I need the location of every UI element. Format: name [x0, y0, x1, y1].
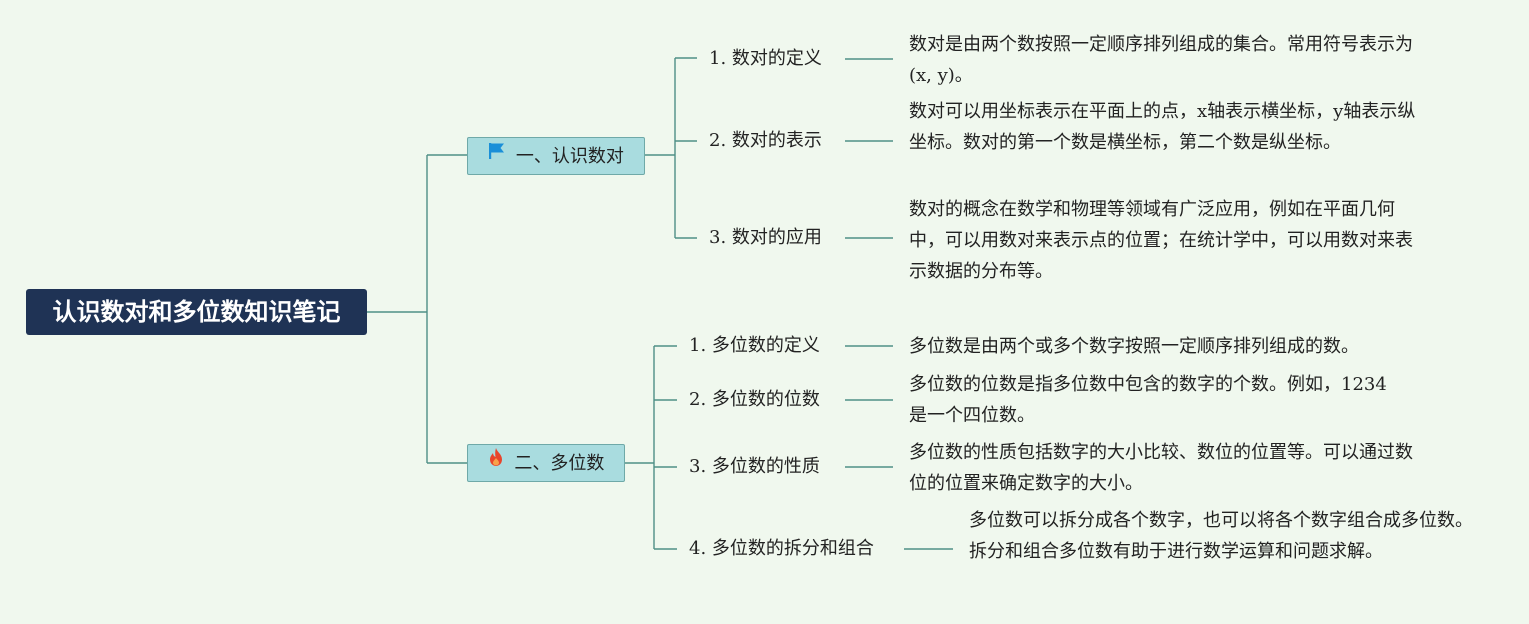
topic-multi-digit-properties[interactable]: 3. 多位数的性质: [689, 456, 820, 477]
description-text: 多位数是由两个或多个数字按照一定顺序排列组成的数。: [909, 336, 1359, 357]
topic-multi-digit-definition[interactable]: 1. 多位数的定义: [689, 335, 820, 356]
topic-number-pair-representation[interactable]: 2. 数对的表示: [709, 130, 822, 151]
flag-icon: [488, 136, 505, 174]
branch-recognize-number-pairs[interactable]: 一、认识数对: [467, 137, 645, 175]
description-text: 数对的概念在数学和物理等领域有广泛应用，例如在平面几何中，可以用数对来表示点的位…: [909, 199, 1413, 282]
branch-label: 一、认识数对: [515, 146, 624, 167]
topic-number-pair-application[interactable]: 3. 数对的应用: [709, 227, 822, 248]
description-text: 数对可以用坐标表示在平面上的点，x轴表示横坐标，y轴表示纵坐标。数对的第一个数是…: [909, 101, 1416, 153]
description-text: 多位数的位数是指多位数中包含的数字的个数。例如，1234是一个四位数。: [909, 374, 1387, 426]
topic-multi-digit-place-count[interactable]: 2. 多位数的位数: [689, 389, 820, 410]
topic-multi-digit-split-combine[interactable]: 4. 多位数的拆分和组合: [689, 538, 874, 559]
topic-number-pair-definition[interactable]: 1. 数对的定义: [709, 48, 822, 69]
branch-label: 二、多位数: [514, 453, 605, 474]
root-title: 认识数对和多位数知识笔记: [52, 298, 341, 326]
description-text: 多位数可以拆分成各个数字，也可以将各个数字组合成多位数。拆分和组合多位数有助于进…: [969, 510, 1473, 562]
fire-icon: [488, 443, 504, 481]
description-text: 多位数的性质包括数字的大小比较、数位的位置等。可以通过数位的位置来确定数字的大小…: [909, 442, 1413, 494]
description-text: 数对是由两个数按照一定顺序排列组成的集合。常用符号表示为(x, y)。: [909, 34, 1413, 86]
branch-multi-digit-numbers[interactable]: 二、多位数: [467, 444, 625, 482]
root-topic[interactable]: 认识数对和多位数知识笔记: [26, 289, 367, 335]
